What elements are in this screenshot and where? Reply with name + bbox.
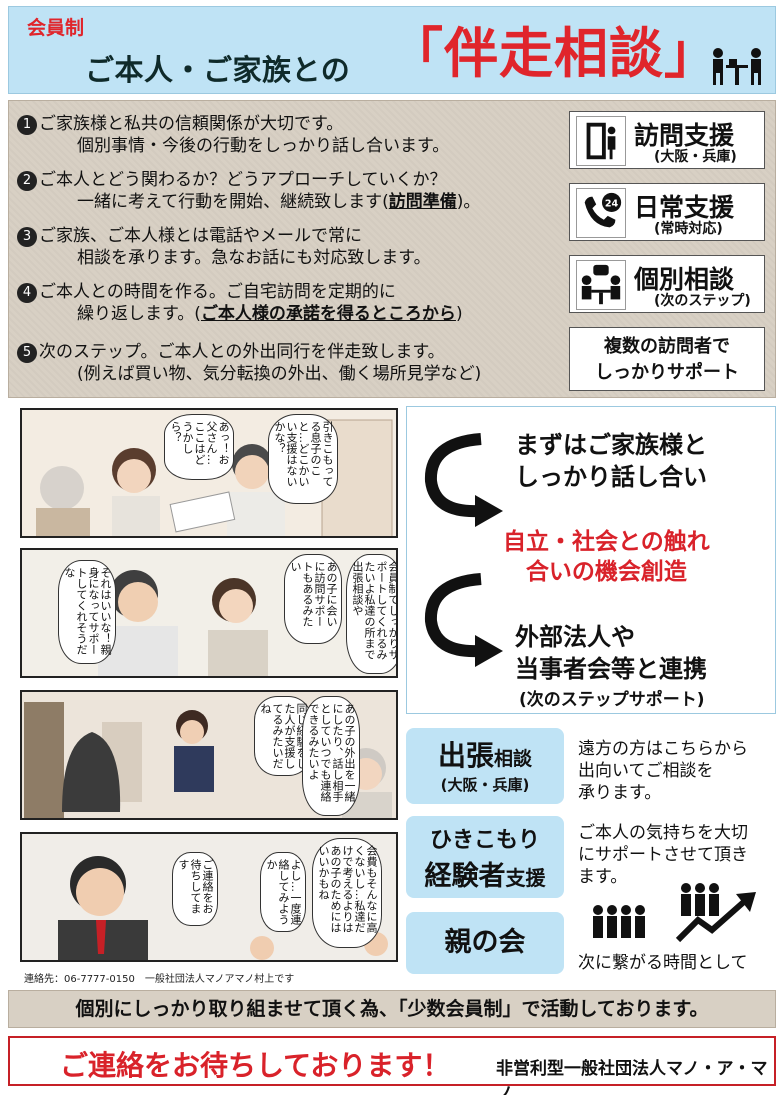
point-number: 2: [17, 171, 37, 191]
point-number: 3: [17, 227, 37, 247]
contact-box: ご連絡をお待ちしております！ 非営利型一般社団法人マノ・ア・マノ: [8, 1036, 776, 1095]
flow-step-1: まずはご家族様と しっかり話し合い: [515, 431, 707, 491]
service-individual: 個別相談 (次のステップ): [569, 255, 765, 313]
flow-box: まずはご家族様と しっかり話し合い 自立・社会との触れ 合いの機会創造 外部法人…: [406, 406, 776, 714]
flow-step-3-sub: (次のステップサポート): [519, 690, 705, 710]
service-visit: 訪問支援 (大阪・兵庫): [569, 111, 765, 169]
curve-arrow-icon: [424, 573, 503, 667]
membership-notice-band: 個別にしっかり取り組ませて頂く為、「少数会員制」で活動しております。: [8, 990, 776, 1028]
flow-step-3: 外部法人や 当事者会等と連携: [515, 623, 707, 683]
contact-message: ご連絡をお待ちしております！: [60, 1049, 451, 1082]
comic-panel-3: 同じ経験をした人が支援してるみたいだね あの子の外出を一緒にしたり、話し相手とし…: [20, 690, 398, 820]
meeting-icon: [713, 48, 761, 85]
door-visit-icon: [576, 116, 626, 166]
point-number: 5: [17, 343, 37, 363]
point-number: 1: [17, 115, 37, 135]
feature-experienced-support: ひきこもり 経験者支援: [406, 816, 564, 898]
comic-panel-1: あっ！お父さん…ここはどうかしら？ 引きこもってる息子のこと…どこかいい支援はな…: [20, 408, 398, 538]
organization-name: 非営利型一般社団法人マノ・ア・マノ: [496, 1059, 768, 1095]
phone-24-icon: 24: [576, 188, 626, 238]
feature-parents-group: 親の会: [406, 912, 564, 974]
point-number: 4: [17, 283, 37, 303]
comic-credit: 連絡先：06-7777-0150 一般社団法人マノアマノ村上です: [24, 974, 295, 985]
service-daily: 24 日常支援 (常時対応): [569, 183, 765, 241]
svg-text:24: 24: [605, 198, 619, 209]
header-title-main: 「伴走相談」: [389, 22, 719, 85]
membership-label: 会員制: [27, 17, 85, 39]
consultation-icon: [576, 260, 626, 310]
feature-outreach-consult: 出張相談 (大阪・兵庫): [406, 728, 564, 804]
feature-outreach-desc: 遠方の方はこちらから 出向いてご相談を 承ります。: [578, 739, 748, 803]
flow-step-2: 自立・社会との触れ 合いの機会創造: [503, 529, 710, 585]
comic-panel-2: それはいいな！親身になってサポートしてくれそうだな あの子に会いに訪問サポートも…: [20, 548, 398, 678]
header-banner: 会員制 ご本人・ご家族との 「伴走相談」: [8, 6, 776, 94]
feature-parents-desc: 次に繋がる時間として: [578, 953, 748, 973]
comic-panel-4: ご連絡をお待ちしてます よし…一度連絡してみようか 会費もそんなに高くないし…私…: [20, 832, 398, 962]
curve-arrow-icon: [424, 433, 503, 527]
people-growth-icon: [593, 883, 756, 943]
header-title-prefix: ご本人・ご家族との: [85, 53, 351, 87]
feature-experienced-desc: ご本人の気持ちを大切 にサポートさせて頂き ます。: [578, 823, 748, 887]
service-multi-visitor: 複数の訪問者で しっかりサポート: [569, 327, 765, 391]
